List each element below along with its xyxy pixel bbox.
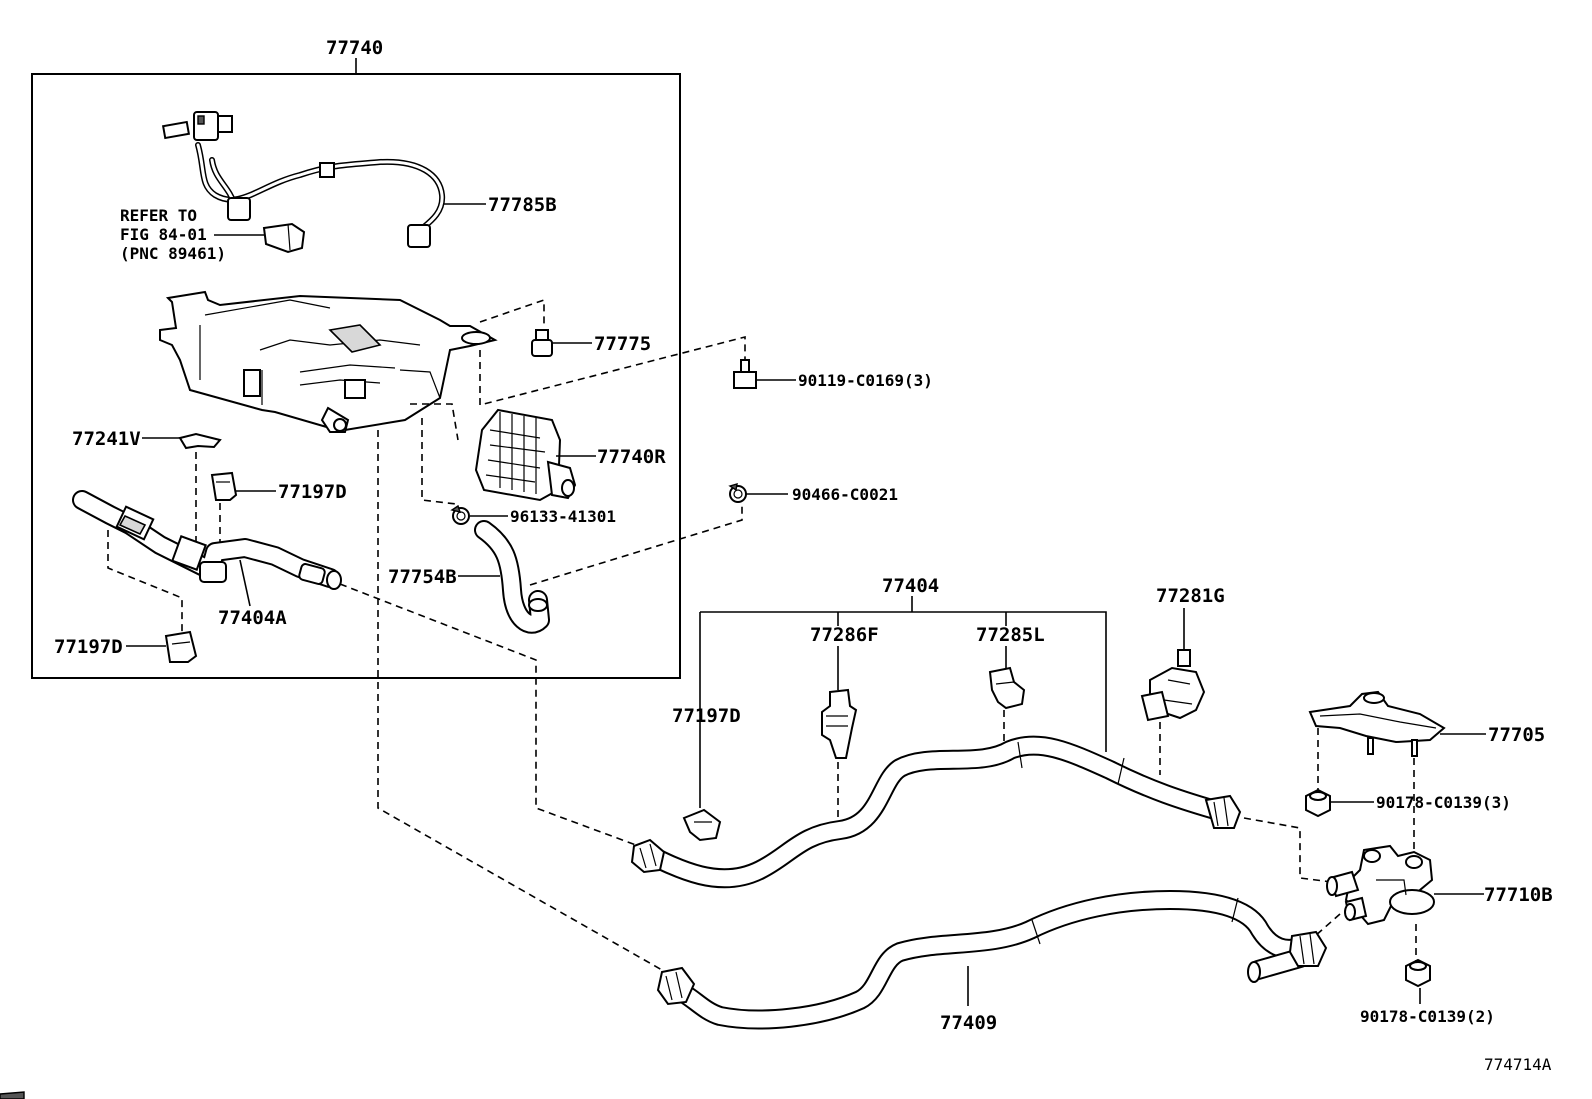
label-90178-3: 90178-C0139(3) [1376,793,1511,812]
label-77281G: 77281G [1156,585,1225,607]
hose-assembly-77404: 77404 [630,575,1333,889]
label-96133: 96133-41301 [510,507,616,526]
label-90119: 90119-C0169(3) [798,371,933,390]
label-77197D-hose: 77197D [672,705,741,727]
label-77404: 77404 [882,575,939,597]
label-77754B: 77754B [388,566,457,588]
wire-harness-77785B: 77785B [161,111,557,248]
clamp-77241V: 77241V [72,428,222,450]
label-77740: 77740 [326,37,383,59]
refer-note-line1: REFER TO [120,206,197,225]
bracket-77705: 77705 [1308,690,1545,850]
clip-upper-77197D: 77197D [195,452,347,545]
label-77241V: 77241V [72,428,141,450]
hose-77409: 77409 [656,890,1328,1034]
label-77409: 77409 [940,1012,997,1034]
nut-90178-2: 90178-C0139(2) [1360,958,1495,1026]
figure-id: 774714A [1484,1055,1552,1074]
hose-assembly-77404A: 77404A [72,490,342,632]
bolt-90119: 90119-C0169(3) [733,359,933,390]
clamp-77285L: 77285L [976,624,1045,742]
refer-note-line2: FIG 84-01 [120,225,207,244]
pump-module-77740R: 77740R [410,403,666,505]
label-77197D-upper: 77197D [278,481,347,503]
label-90178-2: 90178-C0139(2) [1360,1007,1495,1026]
clamp-90466: 90466-C0021 [728,483,898,504]
clip-lower-77197D: 77197D [54,630,198,663]
hose-77754B: 77754B [388,505,743,634]
refer-note-line3: (PNC 89461) [120,244,226,263]
dash-canister-to-77409 [377,430,677,979]
label-77785B: 77785B [488,194,557,216]
stud-77775: 77775 [479,298,746,407]
label-77286F: 77286F [810,624,879,646]
valve-77710B: 77710B [1305,844,1553,964]
label-77705: 77705 [1488,724,1545,746]
label-77775: 77775 [594,333,651,355]
edge-mark [0,1091,25,1099]
clamp-96133: 96133-41301 [450,504,616,526]
refer-note: REFER TO FIG 84-01 (PNC 89461) [120,206,306,263]
label-77197D-lower: 77197D [54,636,123,658]
charcoal-canister [159,290,498,433]
canister-assembly-box: 77740 [31,37,681,679]
clamp-77286F: 77286F [810,624,879,822]
label-90466: 90466-C0021 [792,485,898,504]
label-77404A: 77404A [218,607,287,629]
label-77285L: 77285L [976,624,1045,646]
bracket-77281G: 77281G [1140,585,1225,775]
label-77710B: 77710B [1484,884,1553,906]
label-77740R: 77740R [597,446,666,468]
clip-77197D-hose: 77197D [672,705,741,842]
dash-77404A-to-77404 [339,583,645,849]
nut-90178-3: 90178-C0139(3) [1305,788,1511,818]
